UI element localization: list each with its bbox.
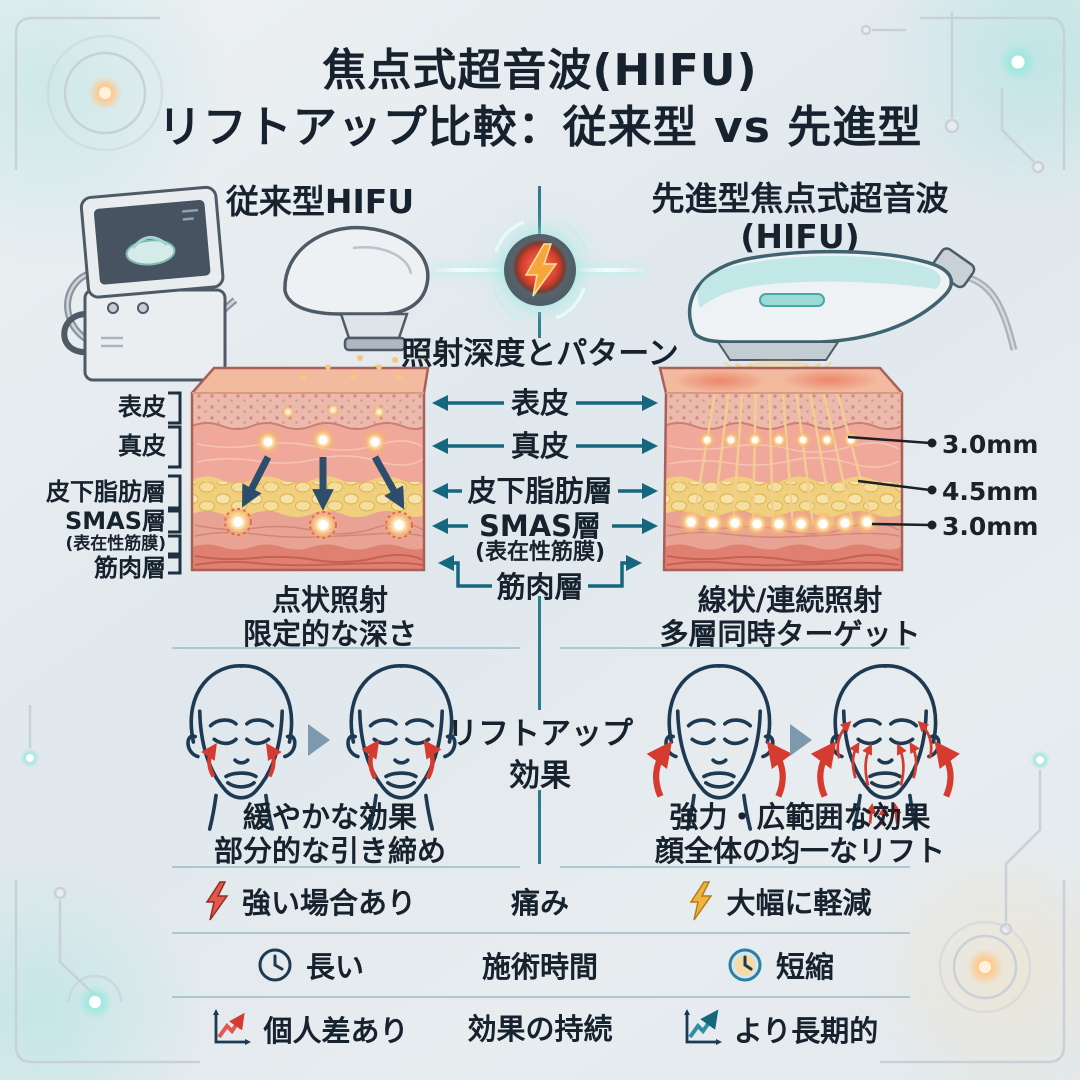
- downward-arrows: [242, 455, 405, 511]
- left-pattern-line1: 点状照射: [271, 583, 388, 617]
- left-pattern-line2: 限定的な深さ: [242, 617, 417, 652]
- pain-left-cell: 強い場合あり: [195, 878, 425, 924]
- smas-dot-row: [678, 509, 880, 537]
- duration-right-value: より長期的: [733, 1014, 879, 1048]
- skin-layers-left-diagram: [190, 364, 430, 572]
- depth-marker-1: 3.0mm: [942, 430, 1039, 459]
- lift-title-line1: リフトアップ: [447, 716, 633, 752]
- lift-arrows-big: [646, 741, 793, 798]
- time-right-cell: 短縮: [655, 942, 905, 988]
- left-column-header: 従来型HIFU: [225, 182, 415, 221]
- side-label-muscle: 筋肉層: [94, 554, 166, 582]
- left-effect-line1: 緩やかな効果: [242, 800, 417, 834]
- section-depth-title: 照射深度とパターン: [401, 336, 679, 372]
- lightning-yellow-icon: [690, 881, 713, 921]
- table-divider: [172, 866, 520, 868]
- page-title: 焦点式超音波(HIFU) リフトアップ比較：従来型 vs 先進型: [0, 42, 1080, 156]
- center-layer-label-epidermis: 表皮: [510, 386, 569, 420]
- lift-arrows-small: [201, 742, 282, 778]
- right-header-line1: 先進型焦点式超音波: [651, 179, 949, 218]
- section-divider: [560, 647, 910, 649]
- trend-chart-red-icon: [213, 1009, 252, 1045]
- time-right-value: 短縮: [775, 950, 834, 984]
- lift-title-line2: 効果: [509, 757, 571, 794]
- transition-arrow-icon: [790, 724, 812, 756]
- section-lift-title: リフトアップ 効果: [420, 714, 660, 798]
- right-effect-line1: 強力・広範囲な効果: [669, 800, 931, 834]
- center-layer-label-fat: 皮下脂肪層: [467, 474, 613, 508]
- smas-focus-points: [222, 506, 415, 541]
- pain-left-value: 強い場合あり: [241, 886, 416, 920]
- left-effect-line2: 部分的な引き締め: [213, 834, 446, 869]
- right-pattern-line1: 線状/連続照射: [697, 583, 883, 617]
- time-category: 施術時間: [481, 950, 598, 984]
- clock-outline-icon: [258, 948, 292, 982]
- lift-arrows-small: [361, 739, 442, 780]
- center-layer-label-dermis: 真皮: [510, 429, 569, 463]
- duration-left-value: 個人差あり: [263, 1014, 409, 1048]
- duration-right-cell: より長期的: [655, 1006, 905, 1052]
- center-layer-label-muscle: 筋肉層: [496, 570, 584, 604]
- badge-arcs: [492, 218, 588, 322]
- surface-dots: [300, 364, 402, 381]
- center-divider-segment: [538, 312, 541, 338]
- side-label-dermis: 真皮: [118, 432, 166, 460]
- time-left-value: 長い: [305, 950, 364, 984]
- center-divider-segment: [538, 186, 541, 236]
- clock-colored-icon: [728, 948, 762, 982]
- face-after-left: [346, 663, 457, 831]
- trend-chart-teal-icon: [683, 1009, 722, 1045]
- badge-glow-line-left: [434, 268, 506, 272]
- right-effect-text: 強力・広範囲な効果 顔全体の均一なリフト: [615, 800, 985, 868]
- duration-left-cell: 個人差あり: [195, 1006, 425, 1052]
- traditional-device-illustration: [61, 185, 430, 382]
- pain-category: 痛み: [510, 886, 569, 920]
- right-pattern-line2: 多層同時ターゲット: [659, 617, 921, 652]
- lightning-icon: [524, 243, 558, 297]
- title-line1: 焦点式超音波(HIFU): [322, 45, 758, 96]
- lightning-red-icon: [205, 881, 229, 921]
- pain-right-value: 大幅に軽減: [726, 886, 872, 920]
- center-divider-segment: [538, 790, 541, 864]
- center-layer-label-smas-sub: (表在性筋膜): [474, 540, 606, 565]
- pain-right-cell: 大幅に軽減: [655, 878, 905, 924]
- device-monitor: [79, 185, 225, 299]
- depth-marker-3: 3.0mm: [942, 512, 1039, 541]
- epidermis-spots: [281, 403, 386, 419]
- center-divider-segment: [538, 596, 541, 710]
- right-effect-line2: 顔全体の均一なリフト: [654, 834, 945, 869]
- face-after-right: [810, 663, 960, 831]
- face-before-left: [186, 663, 297, 831]
- side-label-smas-sub: (表在性筋膜): [65, 534, 166, 554]
- table-divider: [560, 866, 910, 868]
- face-before-right: [646, 663, 793, 831]
- table-divider: [172, 932, 910, 934]
- section-divider: [172, 647, 520, 649]
- side-label-fat: 皮下脂肪層: [46, 478, 166, 506]
- side-label-smas: SMAS層: [64, 507, 166, 535]
- center-layer-label-smas: SMAS層: [478, 509, 602, 543]
- depth-marker-2: 4.5mm: [942, 477, 1039, 506]
- duration-category: 効果の持続: [467, 1012, 613, 1046]
- side-label-epidermis: 表皮: [118, 393, 166, 421]
- title-line2: リフトアップ比較：従来型 vs 先進型: [157, 102, 923, 154]
- right-column-header: 先進型焦点式超音波 (HIFU): [615, 180, 985, 256]
- left-pattern-text: 点状照射 限定的な深さ: [160, 583, 500, 651]
- transition-arrow-icon: [308, 724, 330, 756]
- right-pattern-text: 線状/連続照射 多層同時ターゲット: [620, 583, 960, 651]
- traditional-handpiece: [283, 225, 430, 373]
- time-left-cell: 長い: [195, 942, 425, 988]
- lift-arrows-multi: [810, 720, 960, 826]
- right-header-line2: (HIFU): [740, 216, 860, 256]
- table-divider: [172, 996, 910, 998]
- badge-glow-line-right: [574, 268, 646, 272]
- ultrasound-lines: [691, 393, 875, 526]
- left-effect-text: 緩やかな効果 部分的な引き締め: [150, 800, 510, 868]
- dermis-spots: [255, 427, 388, 455]
- vs-lightning-badge: [504, 234, 576, 306]
- device-cart: [61, 185, 227, 382]
